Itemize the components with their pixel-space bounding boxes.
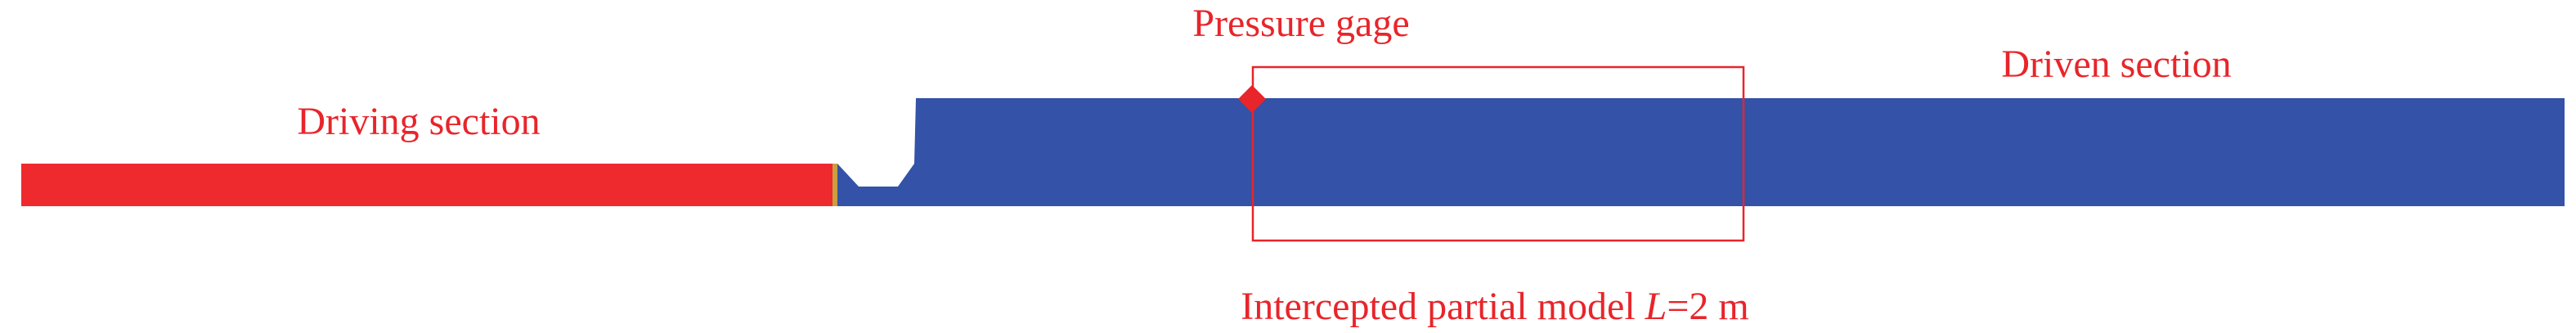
driving-section-region — [21, 164, 836, 206]
diaphragm-interface — [832, 164, 837, 206]
driven-section-region — [837, 98, 2565, 206]
intercepted-model-label: Intercepted partial model L=2 m — [1241, 285, 1749, 328]
intercepted-prefix: Intercepted partial model — [1241, 285, 1645, 328]
pressure-gage-marker — [1238, 85, 1266, 113]
driven-section-label: Driven section — [2001, 43, 2231, 86]
intercepted-suffix: =2 m — [1667, 285, 1748, 328]
pressure-gage-label: Pressure gage — [1192, 2, 1409, 45]
driving-section-label: Driving section — [297, 100, 540, 143]
intercepted-variable: L — [1645, 285, 1667, 328]
intercepted-model-box — [1251, 65, 1745, 242]
